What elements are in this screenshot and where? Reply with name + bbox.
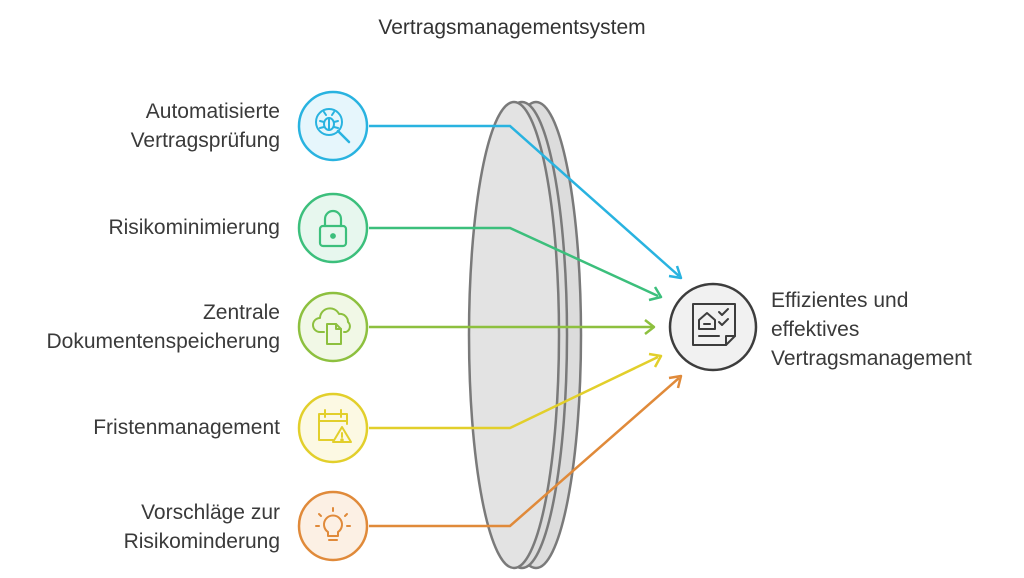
label-vertragspruefung: Automatisierte Vertragsprüfung bbox=[130, 100, 280, 152]
input-node-1 bbox=[297, 90, 369, 162]
bug-search-icon bbox=[315, 108, 351, 144]
checklist-document-icon bbox=[692, 303, 736, 346]
input-node-2 bbox=[297, 192, 369, 264]
arrow-fristenmanagement bbox=[369, 355, 659, 430]
cloud-document-icon bbox=[312, 307, 351, 345]
arrow-vertragspruefung bbox=[369, 124, 680, 277]
outcome-node bbox=[668, 282, 758, 372]
label-risikominimierung: Risikominimierung bbox=[108, 216, 280, 239]
arrow-risikominderung bbox=[369, 377, 680, 528]
arrows bbox=[369, 124, 683, 528]
lightbulb-icon bbox=[315, 507, 351, 541]
input-node-4 bbox=[297, 392, 369, 464]
input-node-3 bbox=[297, 291, 369, 363]
input-node-5 bbox=[297, 490, 369, 562]
diagram-title: Vertragsmanagementsystem bbox=[378, 16, 646, 39]
label-fristenmanagement: Fristenmanagement bbox=[93, 416, 280, 439]
calendar-warning-icon bbox=[318, 409, 352, 443]
label-risikominderung: Vorschläge zur Risikominderung bbox=[123, 501, 280, 553]
label-dokumentenspeicherung: Zentrale Dokumentenspeicherung bbox=[46, 301, 280, 353]
lens-shape bbox=[467, 100, 583, 570]
lock-icon bbox=[318, 209, 348, 248]
outcome-label: Effizientes und effektives Vertragsmanag… bbox=[771, 289, 972, 370]
arrow-risikominimierung bbox=[369, 226, 659, 298]
